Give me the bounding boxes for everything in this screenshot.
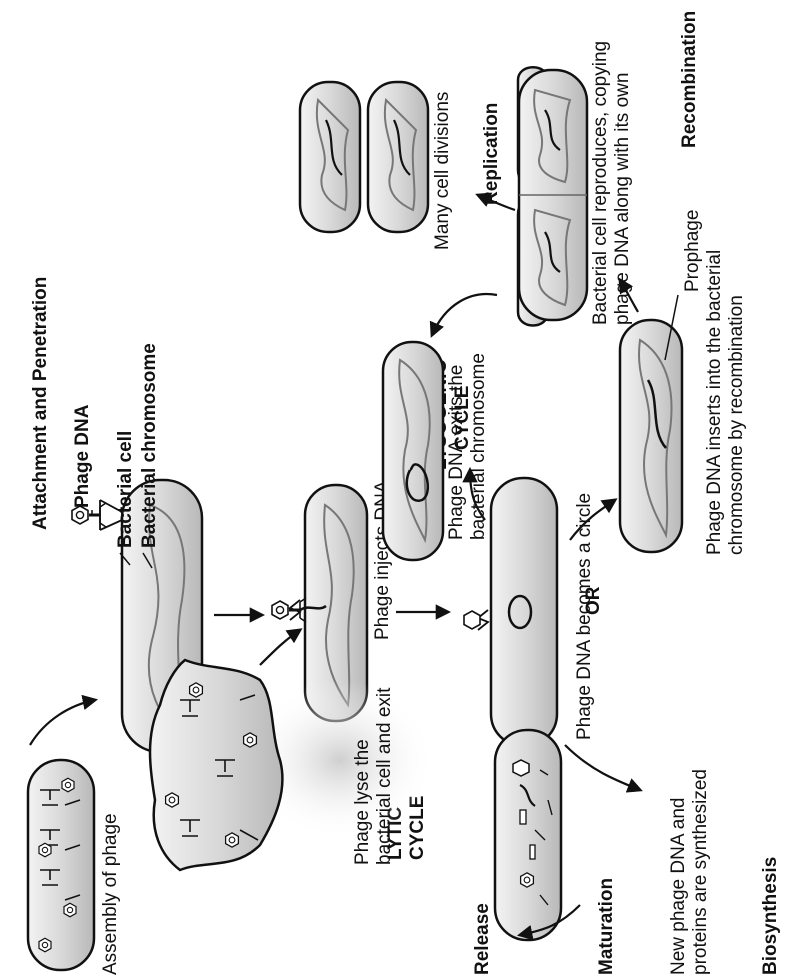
lysed-cell [148, 658, 435, 872]
phage-dna-label: Phage DNA [72, 404, 93, 508]
pointer-bacterial-cell [119, 552, 131, 566]
lysogenic-cycle-label-2: CYCLE [452, 386, 473, 450]
stage-release-label: Release [472, 903, 493, 975]
arrow-assembly-to-lyse [29, 694, 99, 746]
arrow-biosynthesis-to-assembly [516, 904, 581, 941]
caption-synth-2: proteins are synthesized [690, 769, 711, 975]
arrow-lyse-to-inject [259, 628, 303, 666]
arrow-circle-to-exit [462, 466, 486, 521]
prophage-label: Prophage [682, 210, 703, 292]
assembly-cell [26, 758, 96, 972]
bacterial-chromosome-label: Bacterial chromosome [139, 343, 160, 548]
stage-attachment-label: Attachment and Penetration [30, 277, 51, 530]
arrow-prophage-to-dividing [618, 277, 639, 313]
arrow-reproduce-to-exit [429, 292, 498, 338]
bacterial-cell-label: Bacterial cell [115, 431, 136, 548]
stage-biosynthesis-label: Biosynthesis [760, 857, 781, 975]
caption-lyse-1: Phage lyse the [352, 739, 373, 865]
dividing-cell [516, 66, 589, 327]
pointer-bacterial-chromosome [142, 552, 153, 569]
daughter-cells [298, 80, 430, 234]
caption-inserts-2: chromosome by recombination [726, 295, 747, 555]
arrow-circle-to-prophage [569, 498, 618, 541]
or-label: OR [583, 586, 604, 615]
stage-replication-label: Replication [481, 103, 502, 205]
caption-lyse-2: bacterial cell and exit [374, 687, 395, 865]
caption-exits-1: Phage DNA exits the [446, 365, 467, 540]
stage-maturation-label: Maturation [596, 878, 617, 975]
caption-inserts-1: Phage DNA inserts into the bacterial [704, 250, 725, 555]
prophage-cell [618, 318, 684, 554]
caption-reproduces-1: Bacterial cell reproduces, copying [590, 41, 611, 325]
biosynthesis-cell [493, 728, 563, 942]
caption-assembly: Assembly of phage [100, 813, 121, 975]
caption-becomes-circle: Phage DNA becomes a circle [574, 493, 595, 740]
caption-synth-1: New phage DNA and [668, 798, 689, 975]
arrow-circle-to-biosynthesis [564, 744, 643, 793]
pointer-prophage [664, 294, 679, 361]
stage-recombination-label: Recombination [679, 11, 700, 148]
exit-cell [381, 340, 445, 562]
arrow-dividing-to-many [475, 192, 516, 212]
stage-labels: Attachment and Penetration Replication R… [30, 11, 781, 975]
caption-reproduces-2: phage DNA along with its own [612, 73, 633, 325]
caption-divisions: Many cell divisions [432, 92, 453, 250]
